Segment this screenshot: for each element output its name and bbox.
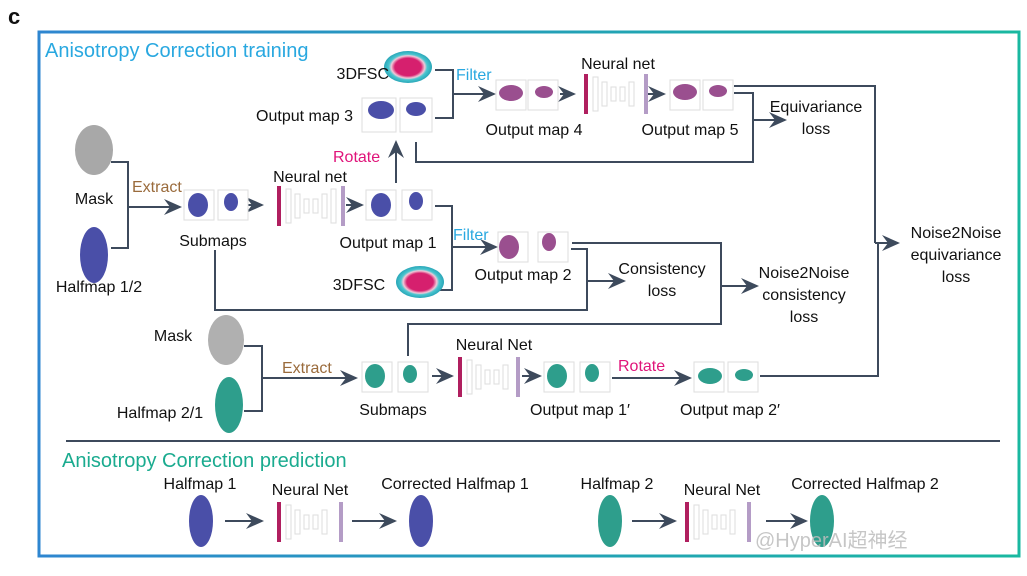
density-maps bbox=[75, 51, 834, 547]
neural-net-icon bbox=[277, 186, 345, 226]
panel-label: c bbox=[8, 4, 20, 29]
corrected-halfmap-1-label: Corrected Halfmap 1 bbox=[381, 476, 529, 493]
corrected-halfmap-2-label: Corrected Halfmap 2 bbox=[791, 476, 939, 493]
halfmap-1-label: Halfmap 1 bbox=[164, 476, 237, 493]
halfmap-12-label: Halfmap 1/2 bbox=[56, 279, 142, 296]
neural-net-1-label: Neural Net bbox=[272, 482, 349, 499]
output-map-3-label: Output map 3 bbox=[256, 108, 353, 125]
n2n-equivariance-loss-label: loss bbox=[942, 269, 970, 286]
output-map-4-label: Output map 4 bbox=[486, 122, 583, 139]
neural-net-icon bbox=[277, 502, 343, 542]
output-map-1-label: Output map 1 bbox=[340, 235, 437, 252]
prediction-title: Anisotropy Correction prediction bbox=[62, 450, 347, 472]
extract-label: Extract bbox=[132, 179, 182, 196]
neural-net-top-label: Neural net bbox=[581, 56, 655, 73]
watermark: @HyperAI超神经 bbox=[755, 529, 908, 552]
training-title: Anisotropy Correction training bbox=[45, 40, 308, 62]
consistency-loss-label: loss bbox=[648, 283, 676, 300]
connectors bbox=[111, 69, 900, 529]
equivariance-loss-label: loss bbox=[802, 121, 830, 138]
neural-net-icon bbox=[685, 502, 751, 542]
output-map-2p-label: Output map 2′ bbox=[680, 402, 780, 419]
neural-net-bottom-label: Neural Net bbox=[456, 337, 533, 354]
n2n-equivariance-loss-label: Noise2Noise bbox=[911, 225, 1002, 242]
mask-2-label: Mask bbox=[154, 328, 193, 345]
neural-net-2-label: Neural Net bbox=[684, 482, 761, 499]
neural-net-mid-label: Neural net bbox=[273, 169, 347, 186]
filter-top-label: Filter bbox=[456, 67, 492, 84]
submaps-2-label: Submaps bbox=[359, 402, 427, 419]
n2n-consistency-loss-label: consistency bbox=[762, 287, 846, 304]
output-map-5-label: Output map 5 bbox=[642, 122, 739, 139]
n2n-equivariance-loss-label: equivariance bbox=[911, 247, 1002, 264]
rotate-2-label: Rotate bbox=[618, 358, 665, 375]
extract-2-label: Extract bbox=[282, 360, 332, 377]
neural-net-icon bbox=[584, 74, 648, 114]
output-map-2-label: Output map 2 bbox=[475, 267, 572, 284]
halfmap-2-label: Halfmap 2 bbox=[581, 476, 654, 493]
fsc-top-label: 3DFSC bbox=[337, 66, 389, 83]
filter-mid-label: Filter bbox=[453, 227, 489, 244]
frame bbox=[37, 30, 1021, 558]
halfmap-21-label: Halfmap 2/1 bbox=[117, 405, 203, 422]
mask-label: Mask bbox=[75, 191, 114, 208]
consistency-loss-label: Consistency bbox=[618, 261, 705, 278]
n2n-consistency-loss-label: Noise2Noise bbox=[759, 265, 850, 282]
output-map-1p-label: Output map 1′ bbox=[530, 402, 630, 419]
neural-net-icon bbox=[458, 357, 520, 397]
submaps-label: Submaps bbox=[179, 233, 247, 250]
equivariance-loss-label: Equivariance bbox=[770, 99, 863, 116]
n2n-consistency-loss-label: loss bbox=[790, 309, 818, 326]
fsc-mid-label: 3DFSC bbox=[333, 277, 385, 294]
rotate-label: Rotate bbox=[333, 149, 380, 166]
